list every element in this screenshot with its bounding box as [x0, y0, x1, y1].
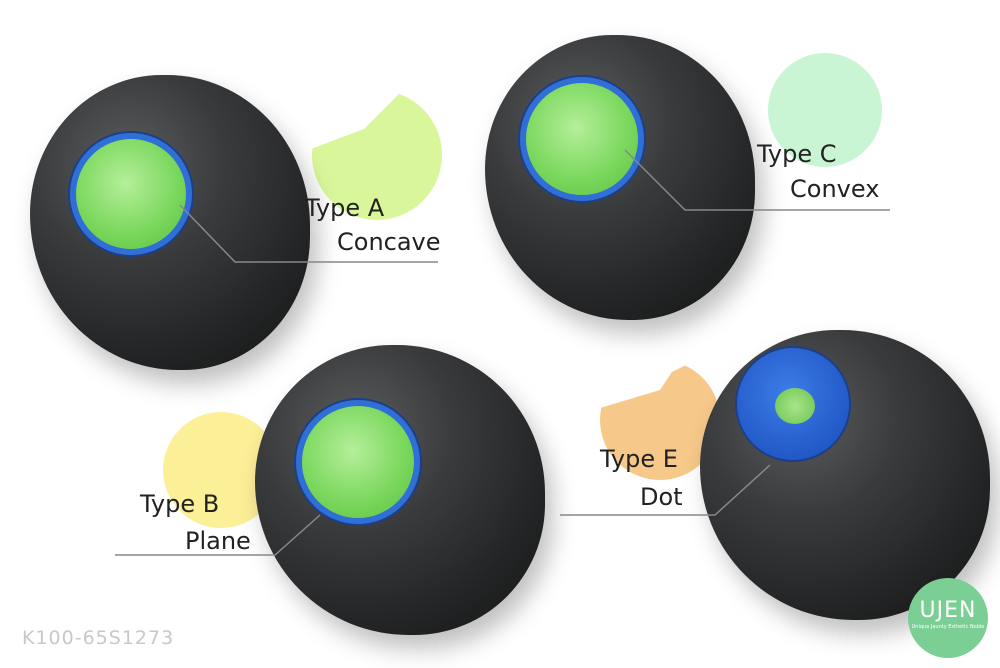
swatch-type-c	[768, 53, 882, 167]
logo-name: UJEN	[919, 598, 977, 623]
label-type-a: Type A	[305, 194, 385, 222]
cap-type-a	[70, 133, 192, 255]
dot-icon	[775, 388, 815, 424]
label-type-b: Type B	[140, 490, 220, 518]
ujen-logo: UJEN Unique Jaunty Esthetic Noble	[908, 578, 988, 658]
leader-line-c	[624, 149, 890, 211]
leader-line-b	[115, 514, 321, 556]
leader-line-a	[179, 204, 438, 263]
cap-type-b	[296, 400, 420, 524]
label-type-e: Type E	[600, 445, 678, 473]
label-shape-b: Plane	[185, 527, 251, 555]
label-shape-a: Concave	[337, 228, 441, 256]
leader-line-e	[560, 464, 771, 516]
label-shape-e: Dot	[640, 483, 683, 511]
label-type-c: Type C	[757, 140, 837, 168]
cap-type-c	[520, 77, 644, 201]
logo-tagline: Unique Jaunty Esthetic Noble	[911, 624, 985, 630]
part-number: K100-65S1273	[22, 627, 175, 649]
cap-type-e	[737, 348, 849, 460]
label-shape-c: Convex	[790, 175, 880, 203]
